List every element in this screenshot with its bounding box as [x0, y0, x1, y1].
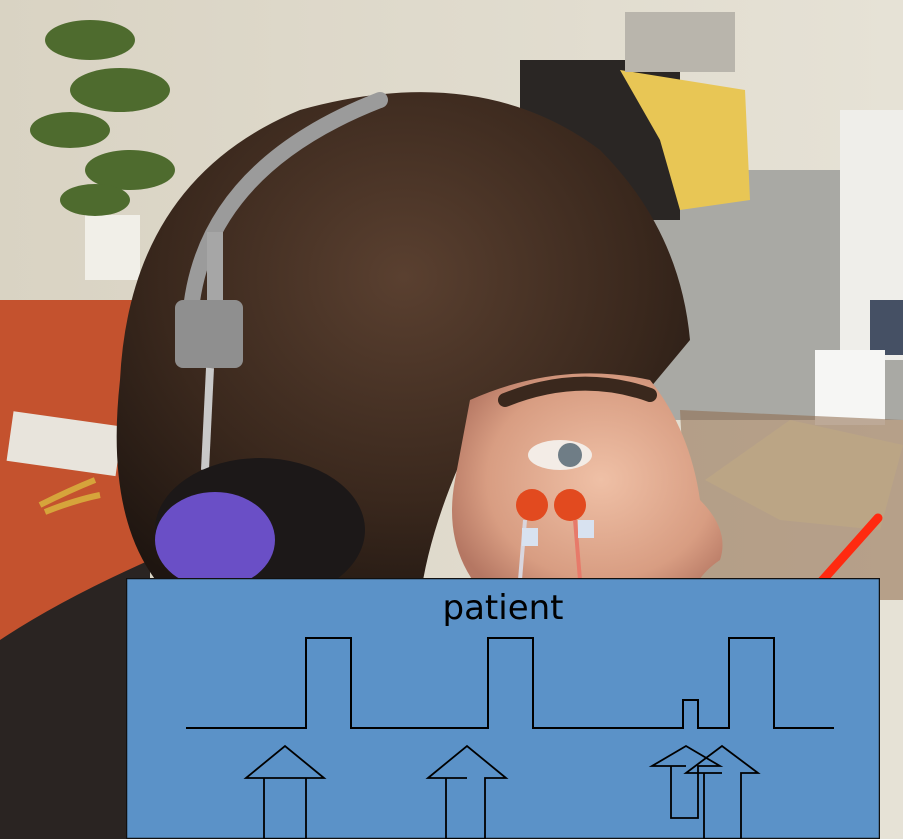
signal-panel	[126, 578, 880, 839]
electrode-wire-right	[573, 519, 582, 581]
eyebrow	[498, 376, 657, 407]
ear-cup	[155, 492, 275, 588]
electrode-right	[554, 489, 586, 521]
plant-pot	[85, 215, 140, 280]
headphone-wire	[201, 367, 214, 471]
headphone-slider	[207, 232, 223, 302]
panel-background	[126, 578, 880, 839]
headphone-band	[182, 92, 388, 328]
tape-right	[578, 520, 594, 538]
stimulus-arrow-4	[683, 744, 761, 839]
shoulder	[0, 560, 150, 839]
paper-left	[6, 411, 123, 477]
plant-leaves	[30, 20, 175, 216]
equipment-box	[625, 12, 735, 72]
yellow-cloth	[620, 70, 750, 210]
monitor-screen	[870, 300, 903, 355]
scissors	[38, 477, 101, 515]
iris	[558, 443, 582, 467]
stimulus-arrow-3	[648, 744, 724, 819]
paper-card	[815, 350, 885, 425]
headphone-clip	[175, 300, 243, 368]
panel-label: patient	[442, 588, 564, 628]
face	[452, 373, 723, 610]
stimulus-arrow-1	[243, 744, 327, 839]
signal-trace	[186, 637, 834, 729]
stimulus-arrow-2	[425, 744, 509, 839]
tape-left	[522, 528, 538, 546]
electrode-left	[516, 489, 548, 521]
desk-right	[680, 410, 903, 600]
